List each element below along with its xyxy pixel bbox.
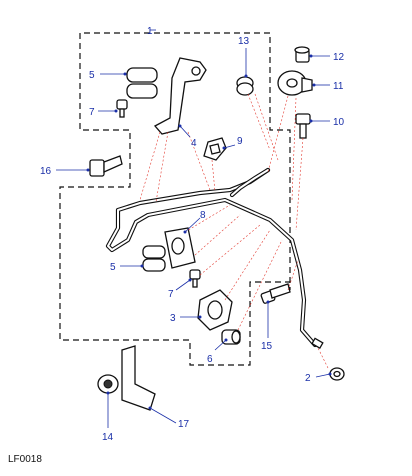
callout-5-lower: 5 bbox=[110, 262, 116, 273]
callout-labels: 1 5 7 4 16 13 12 11 10 9 8 5 7 3 6 15 2 … bbox=[40, 26, 345, 443]
leader-lines bbox=[56, 29, 332, 428]
callout-8: 8 bbox=[200, 210, 206, 221]
part-10-bolt bbox=[295, 113, 311, 139]
callout-6: 6 bbox=[207, 354, 213, 365]
part-4-bracket bbox=[153, 57, 207, 135]
callout-5: 5 bbox=[89, 70, 95, 81]
callout-2: 2 bbox=[305, 373, 311, 384]
callout-7: 7 bbox=[89, 107, 95, 118]
part-5-clip-lower bbox=[142, 245, 166, 272]
callout-3: 3 bbox=[170, 313, 176, 324]
callout-4: 4 bbox=[191, 138, 197, 149]
part-12-cap bbox=[294, 46, 310, 63]
part-13-clip-ring bbox=[236, 76, 254, 96]
part-2-clip bbox=[329, 367, 345, 381]
part-3-clamp bbox=[197, 289, 233, 331]
part-9-clip bbox=[203, 137, 227, 161]
assembly-boundary bbox=[59, 32, 291, 366]
callout-13: 13 bbox=[238, 36, 250, 47]
part-6-sleeve bbox=[221, 329, 241, 345]
part-11-grommet bbox=[277, 70, 313, 96]
association-lines bbox=[139, 93, 329, 369]
pipe-assembly bbox=[105, 167, 324, 349]
part-17-bracket bbox=[121, 345, 156, 411]
callout-16: 16 bbox=[40, 166, 52, 177]
part-15-bolt bbox=[260, 283, 291, 304]
part-7-screw-lower bbox=[189, 269, 201, 288]
callout-12: 12 bbox=[333, 52, 345, 63]
callout-14: 14 bbox=[102, 432, 114, 443]
figure-code: LF0018 bbox=[8, 454, 42, 465]
callout-10: 10 bbox=[333, 117, 345, 128]
part-16-bolt bbox=[89, 155, 123, 177]
callout-9: 9 bbox=[237, 136, 243, 147]
callout-15: 15 bbox=[261, 341, 273, 352]
part-8-clamp bbox=[164, 227, 196, 269]
callout-17: 17 bbox=[178, 419, 190, 430]
part-7-screw-upper bbox=[116, 99, 128, 118]
part-14-bush bbox=[97, 374, 119, 394]
part-5-clip-upper bbox=[126, 67, 158, 99]
callout-11: 11 bbox=[333, 81, 344, 92]
callout-1: 1 bbox=[147, 26, 153, 37]
callout-7-lower: 7 bbox=[168, 289, 174, 300]
